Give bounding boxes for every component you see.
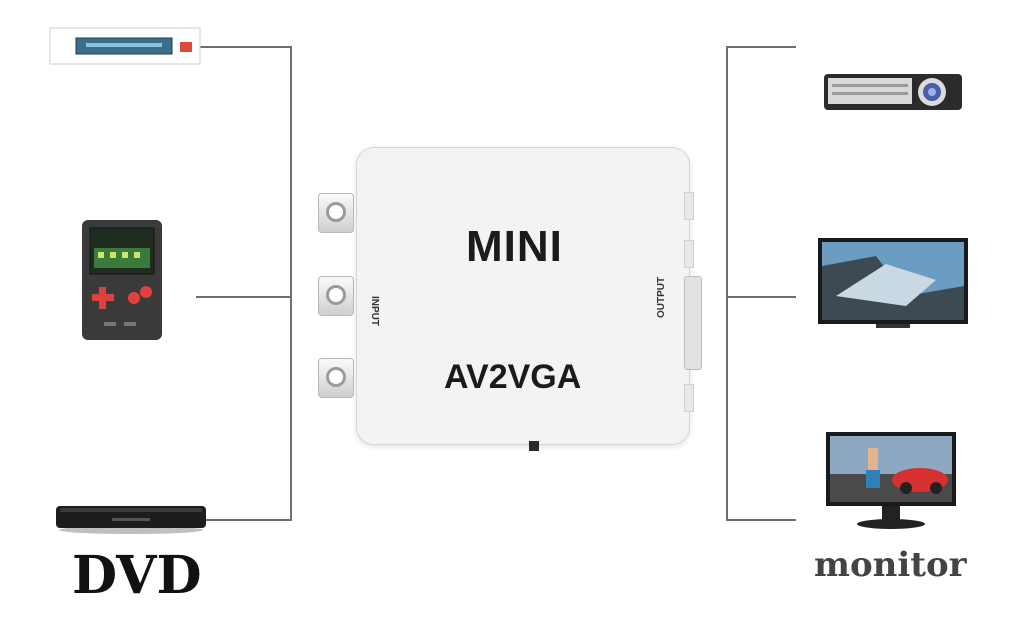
left-connector-middle [196,296,292,298]
mode-switch [529,441,539,451]
left-connector-top [196,46,292,48]
tv-icon [818,238,968,328]
set-top-box-icon [49,27,201,65]
left-connector-bottom [196,519,292,521]
dvd-caption: DVD [72,545,202,606]
dvd-player-icon [56,506,206,534]
audio-port-top [684,192,694,220]
rca-jack-bottom [318,358,358,398]
input-label: INPUT [369,296,380,326]
adapter-model: AV2VGA [444,358,582,396]
right-connector-bottom [726,519,796,521]
right-connector-top [726,46,796,48]
handheld-game-console-icon [82,220,162,340]
projector-icon [824,74,962,110]
right-connector-middle [726,296,796,298]
left-bracket-vertical [290,46,292,521]
usb-port-bottom [684,384,694,412]
output-label: OUTPUT [656,276,667,318]
rca-jack-middle [318,276,358,316]
monitor-icon [826,432,956,529]
right-bracket-vertical [726,46,728,521]
audio-port-middle [684,240,694,268]
rca-jack-top [318,193,358,233]
vga-port [684,276,702,370]
av2vga-adapter [356,147,690,445]
monitor-caption: monitor [814,545,967,585]
adapter-brand: MINI [466,222,563,271]
